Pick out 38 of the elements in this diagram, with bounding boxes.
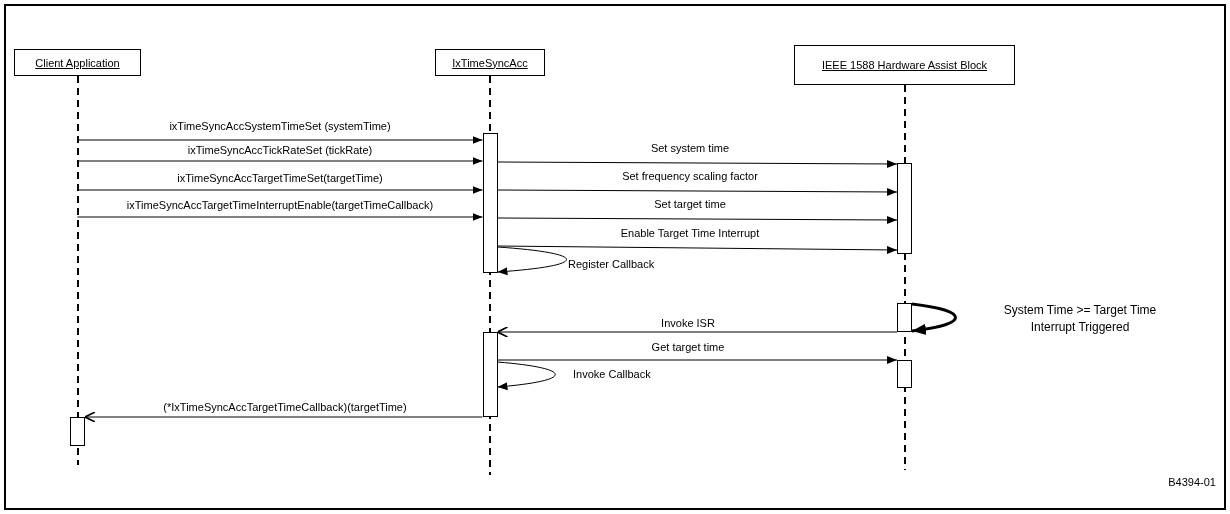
message-arrow	[77, 213, 483, 221]
message-arrow	[497, 356, 898, 364]
message-arrow	[77, 157, 483, 165]
message-label: Register Callback	[568, 258, 655, 271]
message-label: ixTimeSyncAccTargetTimeInterruptEnable(targetTimeCallback)	[126, 199, 434, 212]
message-label: Set frequency scaling factor	[622, 170, 758, 183]
participant-box: IEEE 1588 Hardware Assist Block	[794, 45, 1015, 85]
participant-box: IxTimeSyncAcc	[435, 49, 545, 76]
message-label: Invoke ISR	[659, 317, 717, 330]
self-message-arrow	[497, 361, 556, 391]
message-arrow	[497, 187, 898, 196]
message-arrow	[84, 411, 483, 423]
message-label: Set system time	[650, 142, 730, 155]
message-label: Enable Target Time Interrupt	[620, 227, 760, 240]
message-label: ixTimeSyncAccTargetTimeSet(targetTime)	[177, 172, 383, 185]
message-arrow	[77, 136, 483, 144]
message-label: ixTimeSyncAccTickRateSet (tickRate)	[187, 144, 373, 157]
message-label: Set target time	[654, 198, 726, 211]
message-arrow	[497, 245, 898, 254]
activation-bar	[897, 163, 912, 254]
figure-number: B4394-01	[1168, 476, 1216, 489]
message-arrow	[77, 186, 483, 194]
message-label: System Time >= Target Time Interrupt Triggered	[1002, 302, 1158, 336]
message-arrow	[497, 215, 898, 224]
message-label: (*IxTimeSyncAccTargetTimeCallback)(targetTime)	[161, 401, 409, 414]
activation-bar	[482, 332, 498, 417]
message-arrow	[496, 326, 898, 338]
participant-box: Client Application	[14, 49, 141, 76]
message-arrow	[497, 159, 898, 168]
self-message-arrow	[911, 302, 957, 335]
message-label: Invoke Callback	[573, 368, 651, 381]
message-label: ixTimeSyncAccSystemTimeSet (systemTime)	[169, 120, 391, 133]
activation-bar	[482, 133, 498, 273]
activation-bar	[70, 417, 85, 446]
activation-bar	[897, 303, 912, 332]
self-message-arrow	[497, 246, 567, 276]
message-label: Get target time	[651, 341, 725, 354]
activation-bar	[897, 360, 912, 388]
